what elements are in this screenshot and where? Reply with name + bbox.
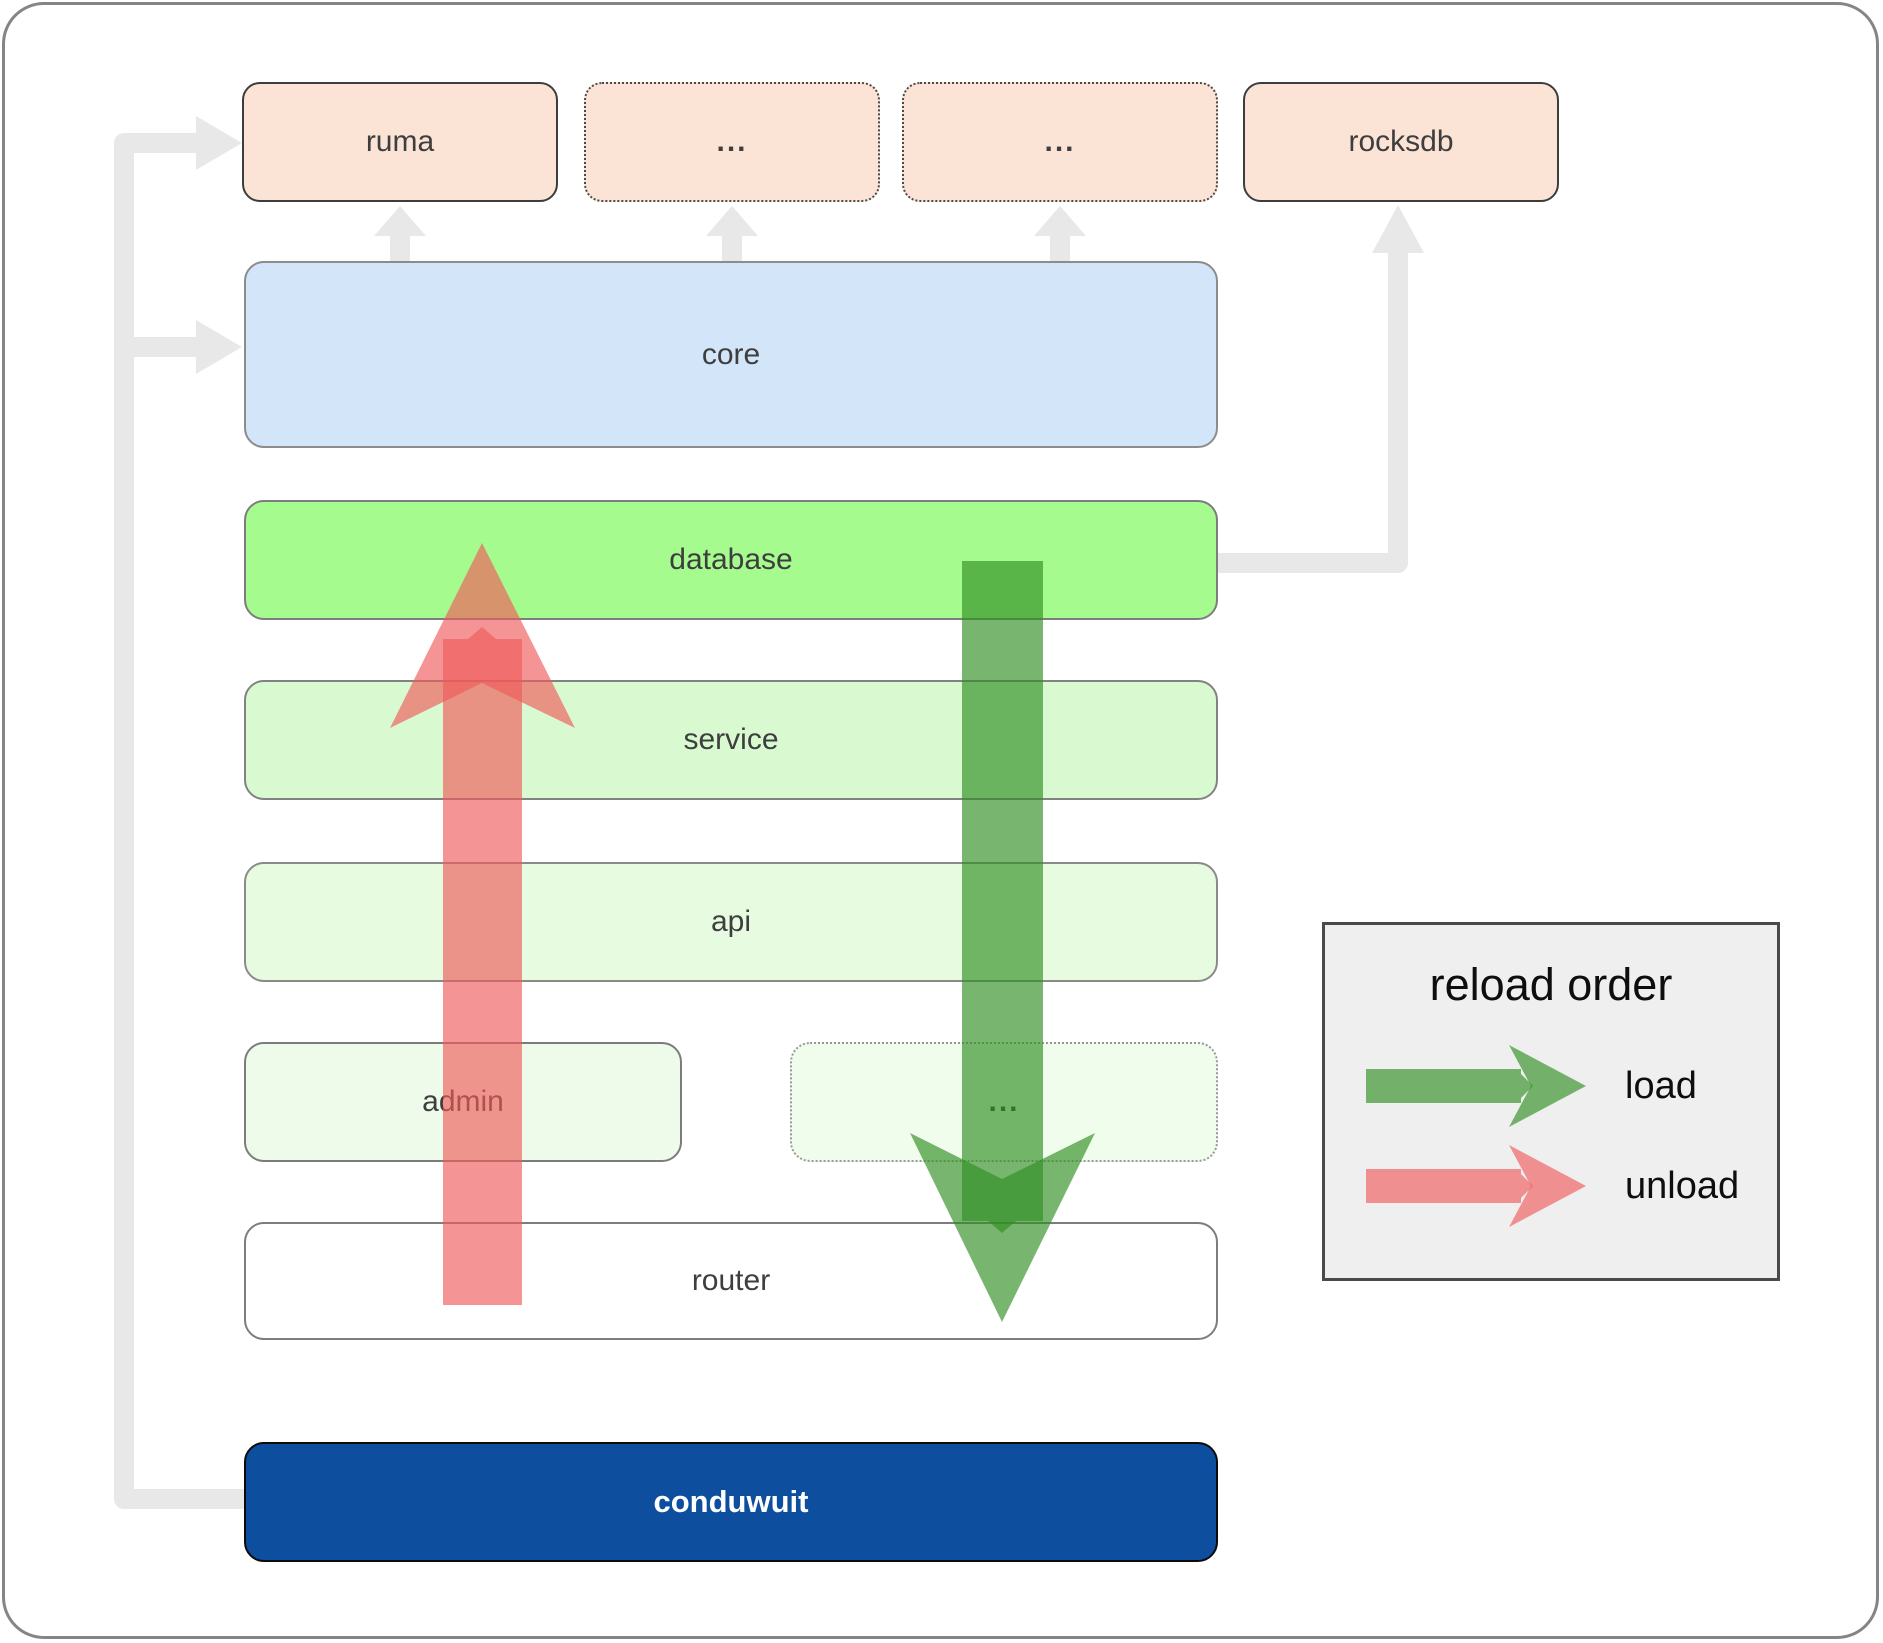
edge-conduwuit-to-core — [124, 320, 242, 374]
node-conduwuit-label: conduwuit — [653, 1484, 809, 1519]
arrowhead-to-core — [196, 320, 242, 374]
edge-conduwuit-to-ruma — [114, 116, 246, 1509]
legend-unload-arrow-icon — [1366, 1145, 1586, 1227]
edge-database-to-rocksdb — [1218, 205, 1424, 573]
node-ellipsis-admin-row-label: ... — [988, 1085, 1020, 1118]
node-router-label: router — [691, 1264, 771, 1297]
legend-unload-label: unload — [1625, 1165, 1740, 1207]
node-api-label: api — [710, 905, 752, 938]
node-rocksdb: rocksdb — [1243, 82, 1559, 202]
node-router: router — [244, 1222, 1218, 1340]
edge-core-to-ellipsis-1 — [706, 206, 758, 262]
node-admin: admin — [244, 1042, 682, 1162]
legend-load-label: load — [1625, 1065, 1697, 1107]
edge-core-to-ruma — [374, 206, 426, 262]
node-service-label: service — [683, 723, 779, 756]
node-ellipsis-admin-row: ... — [790, 1042, 1218, 1162]
legend-load-arrow-icon — [1366, 1045, 1586, 1127]
node-service: service — [244, 680, 1218, 800]
node-conduwuit: conduwuit — [244, 1442, 1218, 1562]
node-api: api — [244, 862, 1218, 982]
node-ellipsis-top-2-label: ... — [1044, 125, 1076, 158]
legend: reload order load unload — [1322, 922, 1780, 1281]
edge-core-to-ellipsis-2 — [1034, 206, 1086, 262]
node-admin-label: admin — [422, 1085, 504, 1118]
node-database-label: database — [669, 543, 793, 576]
node-ruma-label: ruma — [365, 125, 435, 158]
node-ellipsis-top-2: ... — [902, 82, 1218, 202]
node-core: core — [244, 261, 1218, 448]
legend-title: reload order — [1429, 959, 1673, 1010]
node-ellipsis-top-1-label: ... — [716, 125, 748, 158]
node-ruma: ruma — [242, 82, 558, 202]
node-rocksdb-label: rocksdb — [1348, 125, 1454, 158]
arrowhead-to-rocksdb — [1372, 205, 1424, 253]
arrowhead-to-ruma — [196, 116, 242, 170]
node-ellipsis-top-1: ... — [584, 82, 880, 202]
node-core-label: core — [701, 337, 761, 371]
node-database: database — [244, 500, 1218, 620]
